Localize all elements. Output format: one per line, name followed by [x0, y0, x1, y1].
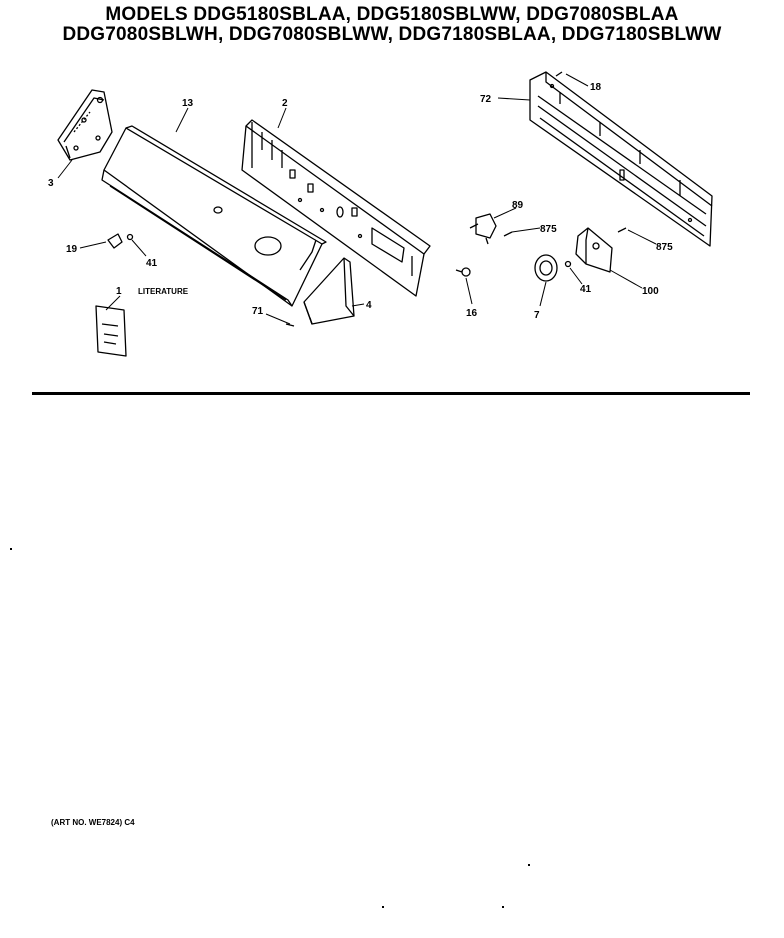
callout-4: 4 [366, 300, 372, 311]
part-3-endcap [57, 89, 113, 161]
section-divider [32, 392, 750, 395]
callout-41-left: 41 [146, 258, 158, 269]
part-7-knob [534, 254, 558, 282]
scan-speck [502, 906, 504, 908]
art-number: (ART NO. WE7824) C4 [51, 818, 135, 827]
part-1-literature [95, 305, 127, 357]
callout-3: 3 [48, 178, 54, 189]
callout-18: 18 [590, 82, 602, 93]
callout-89: 89 [512, 200, 524, 211]
part-18-screw [555, 71, 563, 77]
part-875-screw-right [617, 227, 627, 233]
callout-19: 19 [66, 244, 78, 255]
part-100-control [575, 227, 613, 273]
part-89-switch [469, 213, 497, 245]
callout-1: 1 [116, 286, 122, 297]
part-72-back-plate [529, 71, 713, 247]
part-19-clip [107, 233, 123, 249]
diagram-title-line-1: MODELS DDG5180SBLAA, DDG5180SBLWW, DDG70… [105, 4, 679, 25]
callout-875-right: 875 [656, 242, 673, 253]
diagram-title-line-2: DDG7080SBLWH, DDG7080SBLWW, DDG7180SBLAA… [62, 24, 722, 45]
callout-100: 100 [642, 286, 659, 297]
part-41-screw-right [564, 260, 572, 268]
part-13-backsplash [101, 125, 327, 307]
callout-16: 16 [466, 308, 478, 319]
part-71-screw [285, 323, 295, 327]
part-4-endcap [303, 257, 355, 325]
scan-speck [528, 864, 530, 866]
part-875-screw-left [503, 231, 513, 237]
callout-875-left: 875 [540, 224, 557, 235]
callout-13: 13 [182, 98, 194, 109]
part-16-screw [455, 267, 471, 277]
callout-2: 2 [282, 98, 288, 109]
callout-41-right: 41 [580, 284, 592, 295]
part-41-screw-left [126, 233, 134, 241]
scan-speck [382, 906, 384, 908]
callout-1-literature: LITERATURE [138, 287, 189, 296]
callout-72: 72 [480, 94, 492, 105]
callout-7: 7 [534, 310, 540, 321]
scan-speck [10, 548, 12, 550]
part-2-control-panel [241, 119, 431, 297]
callout-71: 71 [252, 306, 264, 317]
